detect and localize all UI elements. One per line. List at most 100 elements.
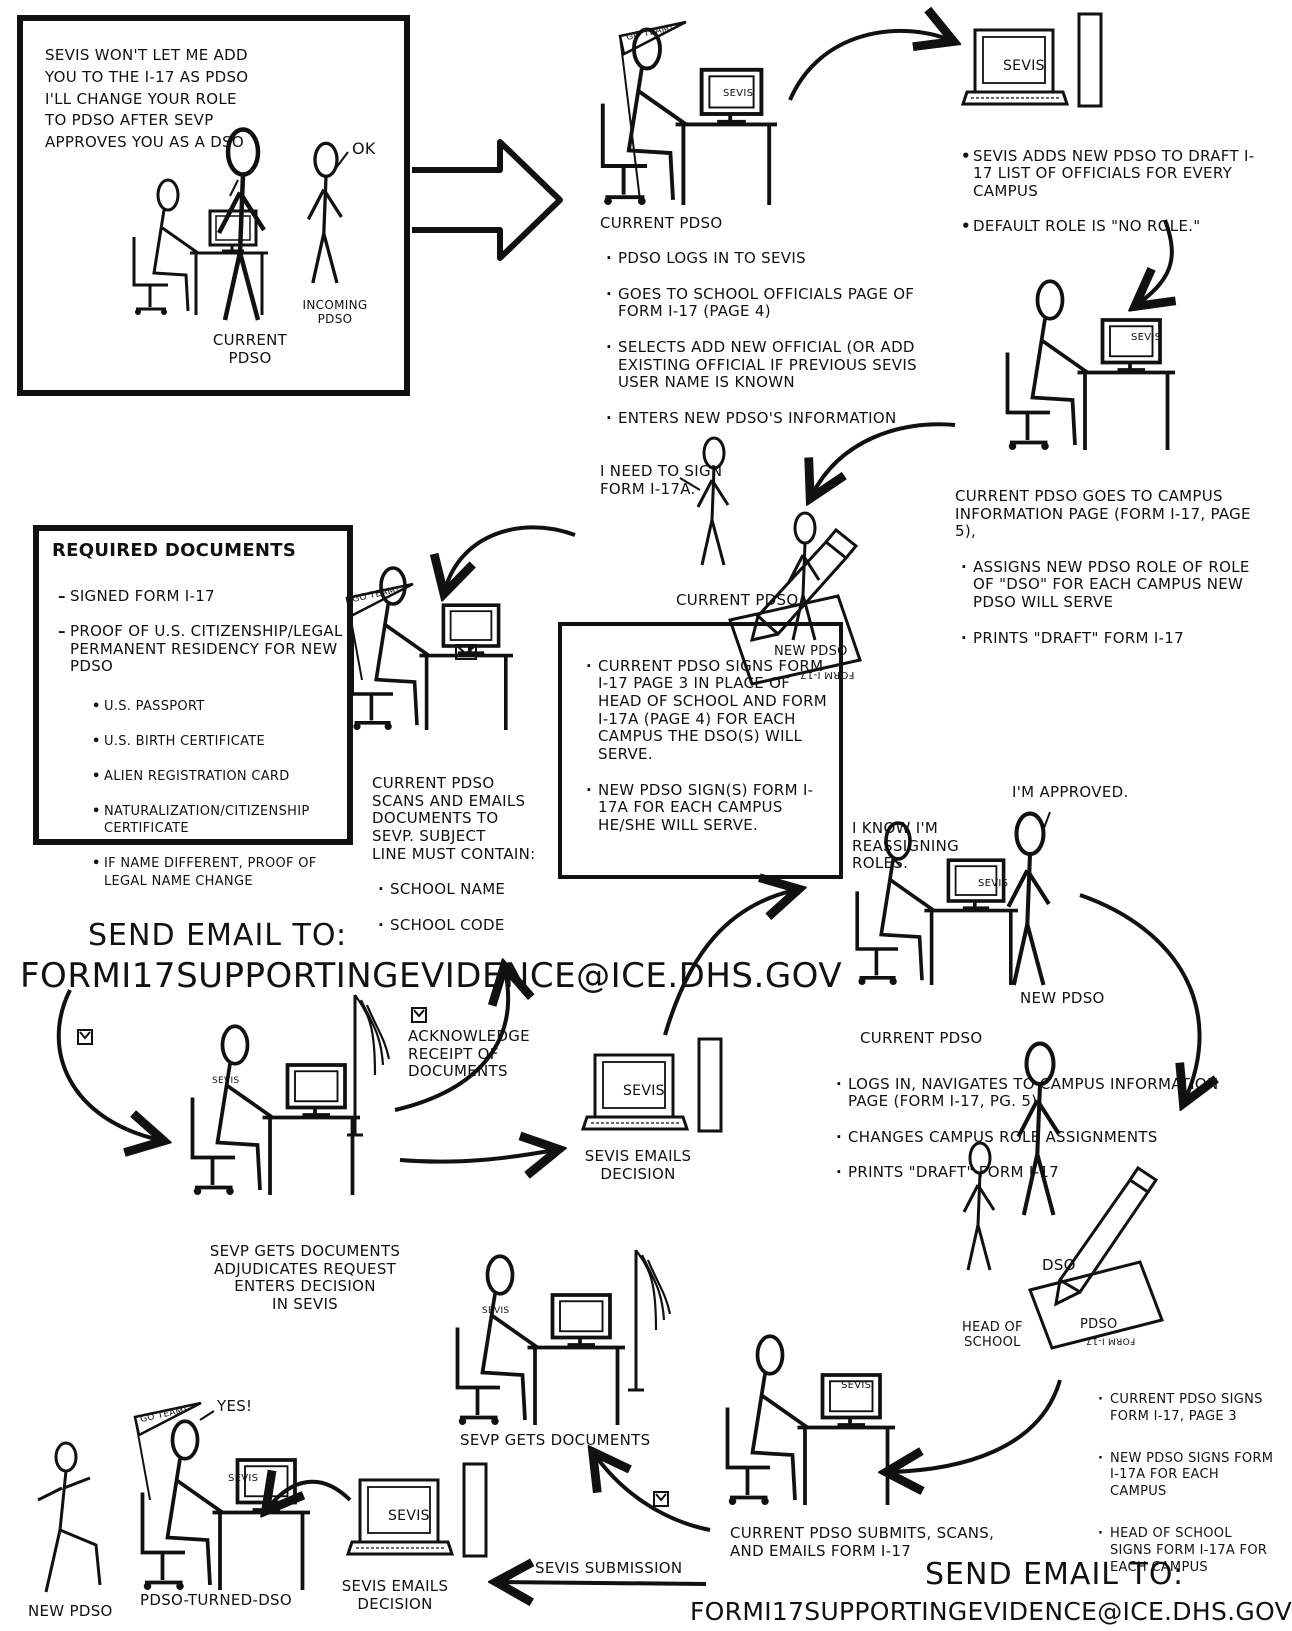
sign-current-pdso-label: CURRENT PDSO	[676, 591, 799, 609]
sevis-screen-label: SEVIS	[623, 1083, 665, 1099]
panel1-incoming-pdso-label: INCOMING PDSO	[302, 298, 368, 327]
sign-instructions-list: CURRENT PDSO SIGNS FORM I-17 PAGE 3 IN P…	[580, 640, 838, 852]
sevis-screen-label: SEVIS	[1131, 332, 1162, 343]
sign-new-pdso-figure	[787, 511, 821, 642]
step-add-block: CURRENT PDSO PDSO LOGS IN TO SEVIS GOES …	[600, 214, 960, 445]
step-add-bullet: GOES TO SCHOOL OFFICIALS PAGE OF FORM I-…	[606, 285, 960, 321]
final-pdso-turned-dso-label: PDSO-TURNED-DSO	[140, 1591, 292, 1609]
step-add-bullet: PDSO LOGS IN TO SEVIS	[606, 250, 960, 268]
step-scan-text: CURRENT PDSO SCANS AND EMAILS DOCUMENTS …	[372, 774, 536, 863]
required-doc-subitem: ALIEN REGISTRATION CARD	[92, 768, 354, 786]
required-doc-subitem: U.S. BIRTH CERTIFICATE	[92, 733, 354, 751]
sevis-screen-label: SEVIS	[228, 1473, 259, 1484]
sign-instruction: CURRENT PDSO SIGNS FORM I-17 PAGE 3 IN P…	[586, 657, 838, 764]
step-sevis-adds-bullet: SEVIS ADDS NEW PDSO TO DRAFT I-17 LIST O…	[961, 147, 1258, 201]
sign-instructions-frame	[558, 622, 843, 879]
submit-text: CURRENT PDSO SUBMITS, SCANS, AND EMAILS …	[730, 1524, 995, 1560]
final-new-pdso-label: NEW PDSO	[28, 1602, 113, 1620]
send-email-label: SEND EMAIL TO:	[925, 1557, 1185, 1592]
final-sign-bullet: HEAD OF SCHOOL SIGNS FORM I-17A FOR EACH…	[1098, 1526, 1275, 1577]
arrow-ack-receipt	[394, 970, 508, 1112]
step-sevis-adds-list: SEVIS ADDS NEW PDSO TO DRAFT I-17 LIST O…	[955, 130, 1258, 254]
flag-icon	[626, 1248, 672, 1392]
final-sign-bullet: NEW PDSO SIGNS FORM I-17A FOR EACH CAMPU…	[1098, 1451, 1275, 1502]
final-sign-list: CURRENT PDSO SIGNS FORM I-17, PAGE 3 NEW…	[1092, 1375, 1275, 1594]
mail-icon	[455, 644, 477, 660]
reassign-new-pdso-figure	[1008, 814, 1049, 985]
step-campus-text: CURRENT PDSO GOES TO CAMPUS INFORMATION …	[955, 487, 1251, 541]
arrow-sevis-submission	[500, 1582, 707, 1584]
reassign-speech-tail	[887, 851, 901, 867]
panel1-ok-tail	[335, 151, 349, 169]
reassign-bullet: CHANGES CAMPUS ROLE ASSIGNMENTS	[836, 1128, 1228, 1147]
sign-speech-tail	[679, 477, 701, 491]
step-campus-bullet: PRINTS "DRAFT" FORM I-17	[961, 629, 1255, 648]
sevp-gets-desk-figure	[455, 1254, 627, 1427]
step-campus-block: CURRENT PDSO GOES TO CAMPUS INFORMATION …	[955, 487, 1255, 665]
arrow-to-scan-step	[445, 525, 576, 590]
arrow-to-sevis-decision-1	[399, 1150, 555, 1162]
step-scan-bullet: SCHOOL CODE	[378, 916, 567, 935]
yes-speech: YES!	[217, 1397, 253, 1415]
approved-speech-tail	[1043, 811, 1051, 829]
step-campus-bullet: ASSIGNS NEW PDSO ROLE OF ROLE OF "DSO" F…	[961, 558, 1255, 612]
panel1-frame	[17, 15, 410, 396]
final-form-label: FORM I-17	[1086, 1335, 1136, 1346]
final-pdso-label: PDSO	[1080, 1317, 1118, 1332]
yes-speech-tail	[199, 1410, 215, 1421]
required-docs-title: REQUIRED DOCUMENTS	[52, 540, 297, 561]
step-add-title: CURRENT PDSO	[600, 214, 723, 232]
arrow-to-submit-step	[890, 1379, 1062, 1472]
send-email-address: FORMI17SUPPORTINGEVIDENCE@ICE.DHS.GOV	[20, 956, 843, 996]
sign-new-pdso-label: NEW PDSO	[774, 644, 848, 659]
panel1-ok-label: OK	[352, 139, 376, 158]
arrow-to-final-sign	[1079, 893, 1200, 1100]
final-desk-figure	[140, 1419, 312, 1592]
final-dso-label: DSO	[1042, 1256, 1076, 1274]
sevis-emails-decision: SEVIS EMAILS DECISION	[584, 1147, 692, 1183]
sevp-adjudicate-text: SEVP GETS DOCUMENTS ADJUDICATES REQUEST …	[209, 1242, 401, 1314]
pennant-icon	[618, 20, 688, 201]
checkbox-icon	[411, 1007, 427, 1023]
reassign-bullet: LOGS IN, NAVIGATES TO CAMPUS INFORMATION…	[836, 1075, 1228, 1111]
sign-speech: I NEED TO SIGN FORM I-17A.	[600, 462, 723, 498]
arrow-email-to-sevp	[56, 989, 160, 1140]
pennant-icon	[133, 1401, 203, 1501]
required-doc-subitem: NATURALIZATION/CITIZENSHIP CERTIFICATE	[92, 803, 354, 838]
sevp-ack-text: ACKNOWLEDGE RECEIPT OF DOCUMENTS	[408, 1027, 530, 1081]
step-add-bullet: ENTERS NEW PDSO'S INFORMATION	[606, 409, 960, 428]
required-doc-item: SIGNED FORM I-17	[58, 587, 350, 606]
final-paper	[1028, 1260, 1164, 1350]
required-doc-subitem: IF NAME DIFFERENT, PROOF OF LEGAL NAME C…	[92, 855, 354, 890]
sign-instruction: NEW PDSO SIGN(S) FORM I-17A FOR EACH CAM…	[586, 781, 838, 835]
step-scan-bullet: SCHOOL NAME	[378, 880, 567, 899]
sign-current-pdso-figure	[696, 436, 730, 567]
panel1-speech: SEVIS WON'T LET ME ADD YOU TO THE I-17 A…	[45, 46, 249, 151]
required-docs-list: SIGNED FORM I-17 PROOF OF U.S. CITIZENSH…	[52, 570, 350, 694]
checkbox-icon	[77, 1029, 93, 1045]
final-head-label: HEAD OF SCHOOL	[962, 1320, 1023, 1351]
step-scan-block: CURRENT PDSO SCANS AND EMAILS DOCUMENTS …	[372, 774, 567, 952]
celebrating-new-pdso-figure	[37, 1441, 102, 1593]
send-email-label: SEND EMAIL TO:	[88, 918, 348, 953]
block-arrow-right	[412, 139, 563, 261]
step-add-bullet: SELECTS ADD NEW OFFICIAL (OR ADD EXISTIN…	[606, 338, 960, 392]
reassign-new-pdso-label: NEW PDSO	[1020, 989, 1105, 1007]
required-doc-item: PROOF OF U.S. CITIZENSHIP/LEGAL PERMANEN…	[58, 622, 350, 676]
approved-speech: I'M APPROVED.	[1012, 783, 1129, 801]
sevis-screen-label: SEVIS	[841, 1380, 872, 1391]
sevis-submission-label: SEVIS SUBMISSION	[535, 1559, 683, 1577]
panel1-speech-tail	[229, 179, 239, 197]
reassign-list: LOGS IN, NAVIGATES TO CAMPUS INFORMATION…	[830, 1058, 1228, 1200]
checkbox-icon	[653, 1491, 669, 1507]
sevis-screen-label: SEVIS	[212, 1076, 240, 1086]
sevis-screen-label: SEVIS	[1003, 58, 1045, 74]
sevis-screen-label: SEVIS	[978, 878, 1009, 889]
send-email-address: FORMI17SUPPORTINGEVIDENCE@ICE.DHS.GOV	[690, 1597, 1292, 1626]
sevis-screen-label: SEVIS	[482, 1306, 510, 1316]
step-campus-desk-figure	[1005, 279, 1177, 452]
sevis-emails-decision: SEVIS EMAILS DECISION	[341, 1577, 449, 1613]
arrow-to-reassign-step	[663, 890, 795, 1036]
required-doc-subitem: U.S. PASSPORT	[92, 698, 354, 716]
flag-icon	[345, 993, 391, 1137]
